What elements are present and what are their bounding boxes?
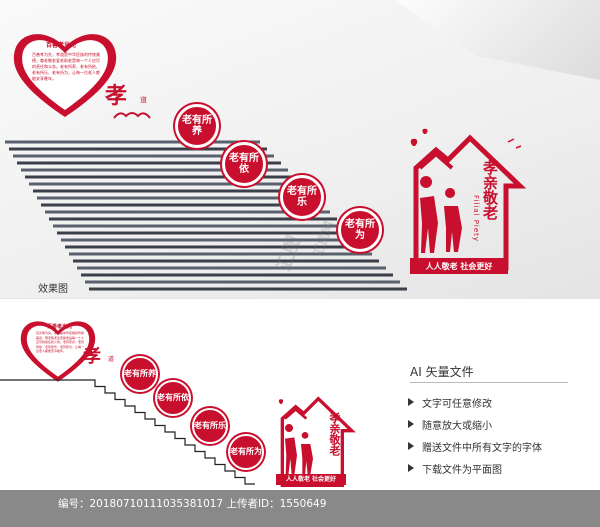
circle-badge-1: 老有所养 <box>175 104 219 148</box>
bullet-triangle-icon <box>408 398 414 406</box>
circle-badge-2: 老有所依 <box>222 142 266 186</box>
footer-bar <box>0 490 600 527</box>
flat-stair-outline <box>0 379 255 485</box>
flat-circle-2: 老有所依 <box>155 380 191 416</box>
preview-caption: 效果图 <box>38 284 68 295</box>
flat-dao-character: 道 <box>108 356 115 363</box>
flat-circle-label-2: 老有所依 <box>157 392 189 403</box>
info-title: AI 矢量文件 <box>410 365 474 379</box>
flat-heart-body: 百善孝为先，孝道是中华民族的传统美德，尊老敬老爱老助老是每一个人应尽的责任和义务… <box>36 331 84 353</box>
feature-label: 下载文件为平面图 <box>422 464 502 476</box>
circle-badge-3: 老有所乐 <box>280 175 324 219</box>
xiao-character: 孝 <box>105 83 128 109</box>
feature-label: 随意放大或缩小 <box>422 420 492 432</box>
feature-item: 下载文件为平面图 <box>408 457 542 479</box>
heart-panel <box>13 34 117 117</box>
flat-xiao-character: 孝 <box>83 346 101 367</box>
flat-circle-1: 老有所养 <box>122 356 158 392</box>
circle-badge-4: 老有所为 <box>338 208 382 252</box>
feature-item: 赠送文件中所有文字的字体 <box>408 435 542 457</box>
circle-label-2: 老有所依 <box>229 152 259 176</box>
feature-label: 文字可任意修改 <box>422 398 492 410</box>
footer-text: 编号：20180710111035381017 上传者ID：1550649 <box>58 498 327 510</box>
section-divider <box>0 298 600 299</box>
flat-house-outline <box>278 396 356 487</box>
cloud-ornament-icon <box>113 112 151 119</box>
heart-title: 百善孝当先 <box>46 42 77 49</box>
house-banner: 人人敬老 社会更好 <box>410 258 508 274</box>
house-title: 孝亲敬老 <box>481 160 499 220</box>
feature-list: 文字可任意修改 随意放大或缩小 赠送文件中所有文字的字体 下载文件为平面图 <box>408 391 542 479</box>
flat-circle-label-3: 老有所乐 <box>194 420 226 431</box>
house-english: Filial Piety <box>472 195 480 243</box>
bullet-triangle-icon <box>408 420 414 428</box>
flat-circle-4: 老有所为 <box>228 434 264 470</box>
flat-heart-panel <box>20 321 96 382</box>
circle-label-3: 老有所乐 <box>287 185 317 209</box>
staircase <box>5 140 407 291</box>
flat-heart-title: 百善孝当先 <box>47 324 73 330</box>
info-divider <box>410 382 568 383</box>
heart-body-text: 百善孝为先，孝道是中华民族的传统美德，尊老敬老爱老助老是每一个人应尽的责任和义务… <box>32 52 100 81</box>
flat-circle-label-4: 老有所为 <box>230 446 262 457</box>
circle-label-4: 老有所为 <box>345 218 375 242</box>
flat-house-banner: 人人敬老 社会更好 <box>276 474 346 485</box>
circle-label-1: 老有所养 <box>182 114 212 138</box>
bullet-triangle-icon <box>408 464 414 472</box>
dao-character: 道 <box>140 96 147 104</box>
flat-circle-3: 老有所乐 <box>192 408 228 444</box>
preview-scene: 百善孝当先 百善孝为先，孝道是中华民族的传统美德，尊老敬老爱老助老是每一个人应尽… <box>0 0 600 298</box>
feature-item: 文字可任意修改 <box>408 391 542 413</box>
house-outline <box>410 128 527 271</box>
feature-item: 随意放大或缩小 <box>408 413 542 435</box>
flat-house-title: 孝亲敬老 <box>328 412 341 456</box>
flat-circle-label-1: 老有所养 <box>124 368 156 379</box>
feature-label: 赠送文件中所有文字的字体 <box>422 442 542 454</box>
bullet-triangle-icon <box>408 442 414 450</box>
